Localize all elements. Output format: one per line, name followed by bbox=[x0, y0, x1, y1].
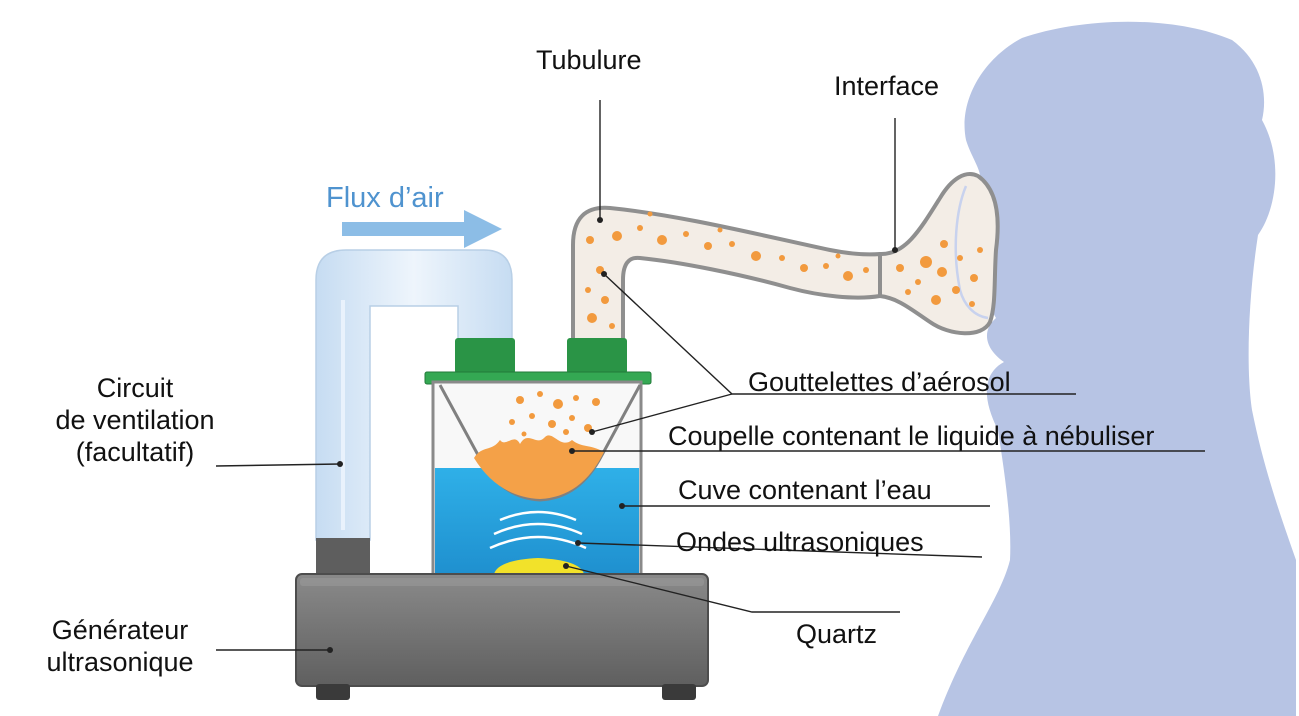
label-circuit-line1: Circuit bbox=[96, 373, 174, 403]
label-cuve: Cuve contenant l’eau bbox=[678, 475, 932, 505]
label-quartz: Quartz bbox=[796, 619, 878, 649]
aerosol-droplets bbox=[585, 211, 983, 329]
label-circuit-line3: (facultatif) bbox=[75, 437, 195, 467]
leader-lines bbox=[215, 100, 1205, 651]
generator-foot-left bbox=[316, 684, 350, 700]
air-flow-arrow bbox=[342, 210, 502, 248]
lid-connector-right bbox=[567, 338, 627, 374]
label-generateur-line2: ultrasonique bbox=[46, 647, 194, 677]
label-circuit-ventilation: Circuit de ventilation (facultatif) bbox=[20, 372, 250, 468]
label-ondes: Ondes ultrasoniques bbox=[676, 527, 924, 557]
label-coupelle: Coupelle contenant le liquide à nébulise… bbox=[668, 421, 1155, 451]
quartz-crystal bbox=[494, 558, 584, 574]
label-generateur: Générateur ultrasonique bbox=[20, 614, 220, 678]
label-interface: Interface bbox=[834, 71, 940, 101]
head-silhouette bbox=[938, 21, 1296, 716]
label-gouttelettes: Gouttelettes d’aérosol bbox=[748, 367, 1011, 397]
tube-connector bbox=[316, 538, 370, 578]
leader-dots bbox=[327, 217, 898, 653]
generator-box bbox=[295, 573, 709, 687]
face-mask bbox=[878, 172, 1000, 336]
label-tubulure: Tubulure bbox=[536, 45, 642, 75]
label-flux-air: Flux d’air bbox=[326, 182, 444, 214]
generator-foot-right bbox=[662, 684, 696, 700]
lid-connector-left bbox=[455, 338, 515, 374]
label-circuit-line2: de ventilation bbox=[55, 405, 215, 435]
cup-droplets bbox=[509, 391, 600, 437]
label-generateur-line1: Générateur bbox=[51, 615, 189, 645]
aerosol-tube bbox=[571, 205, 882, 347]
